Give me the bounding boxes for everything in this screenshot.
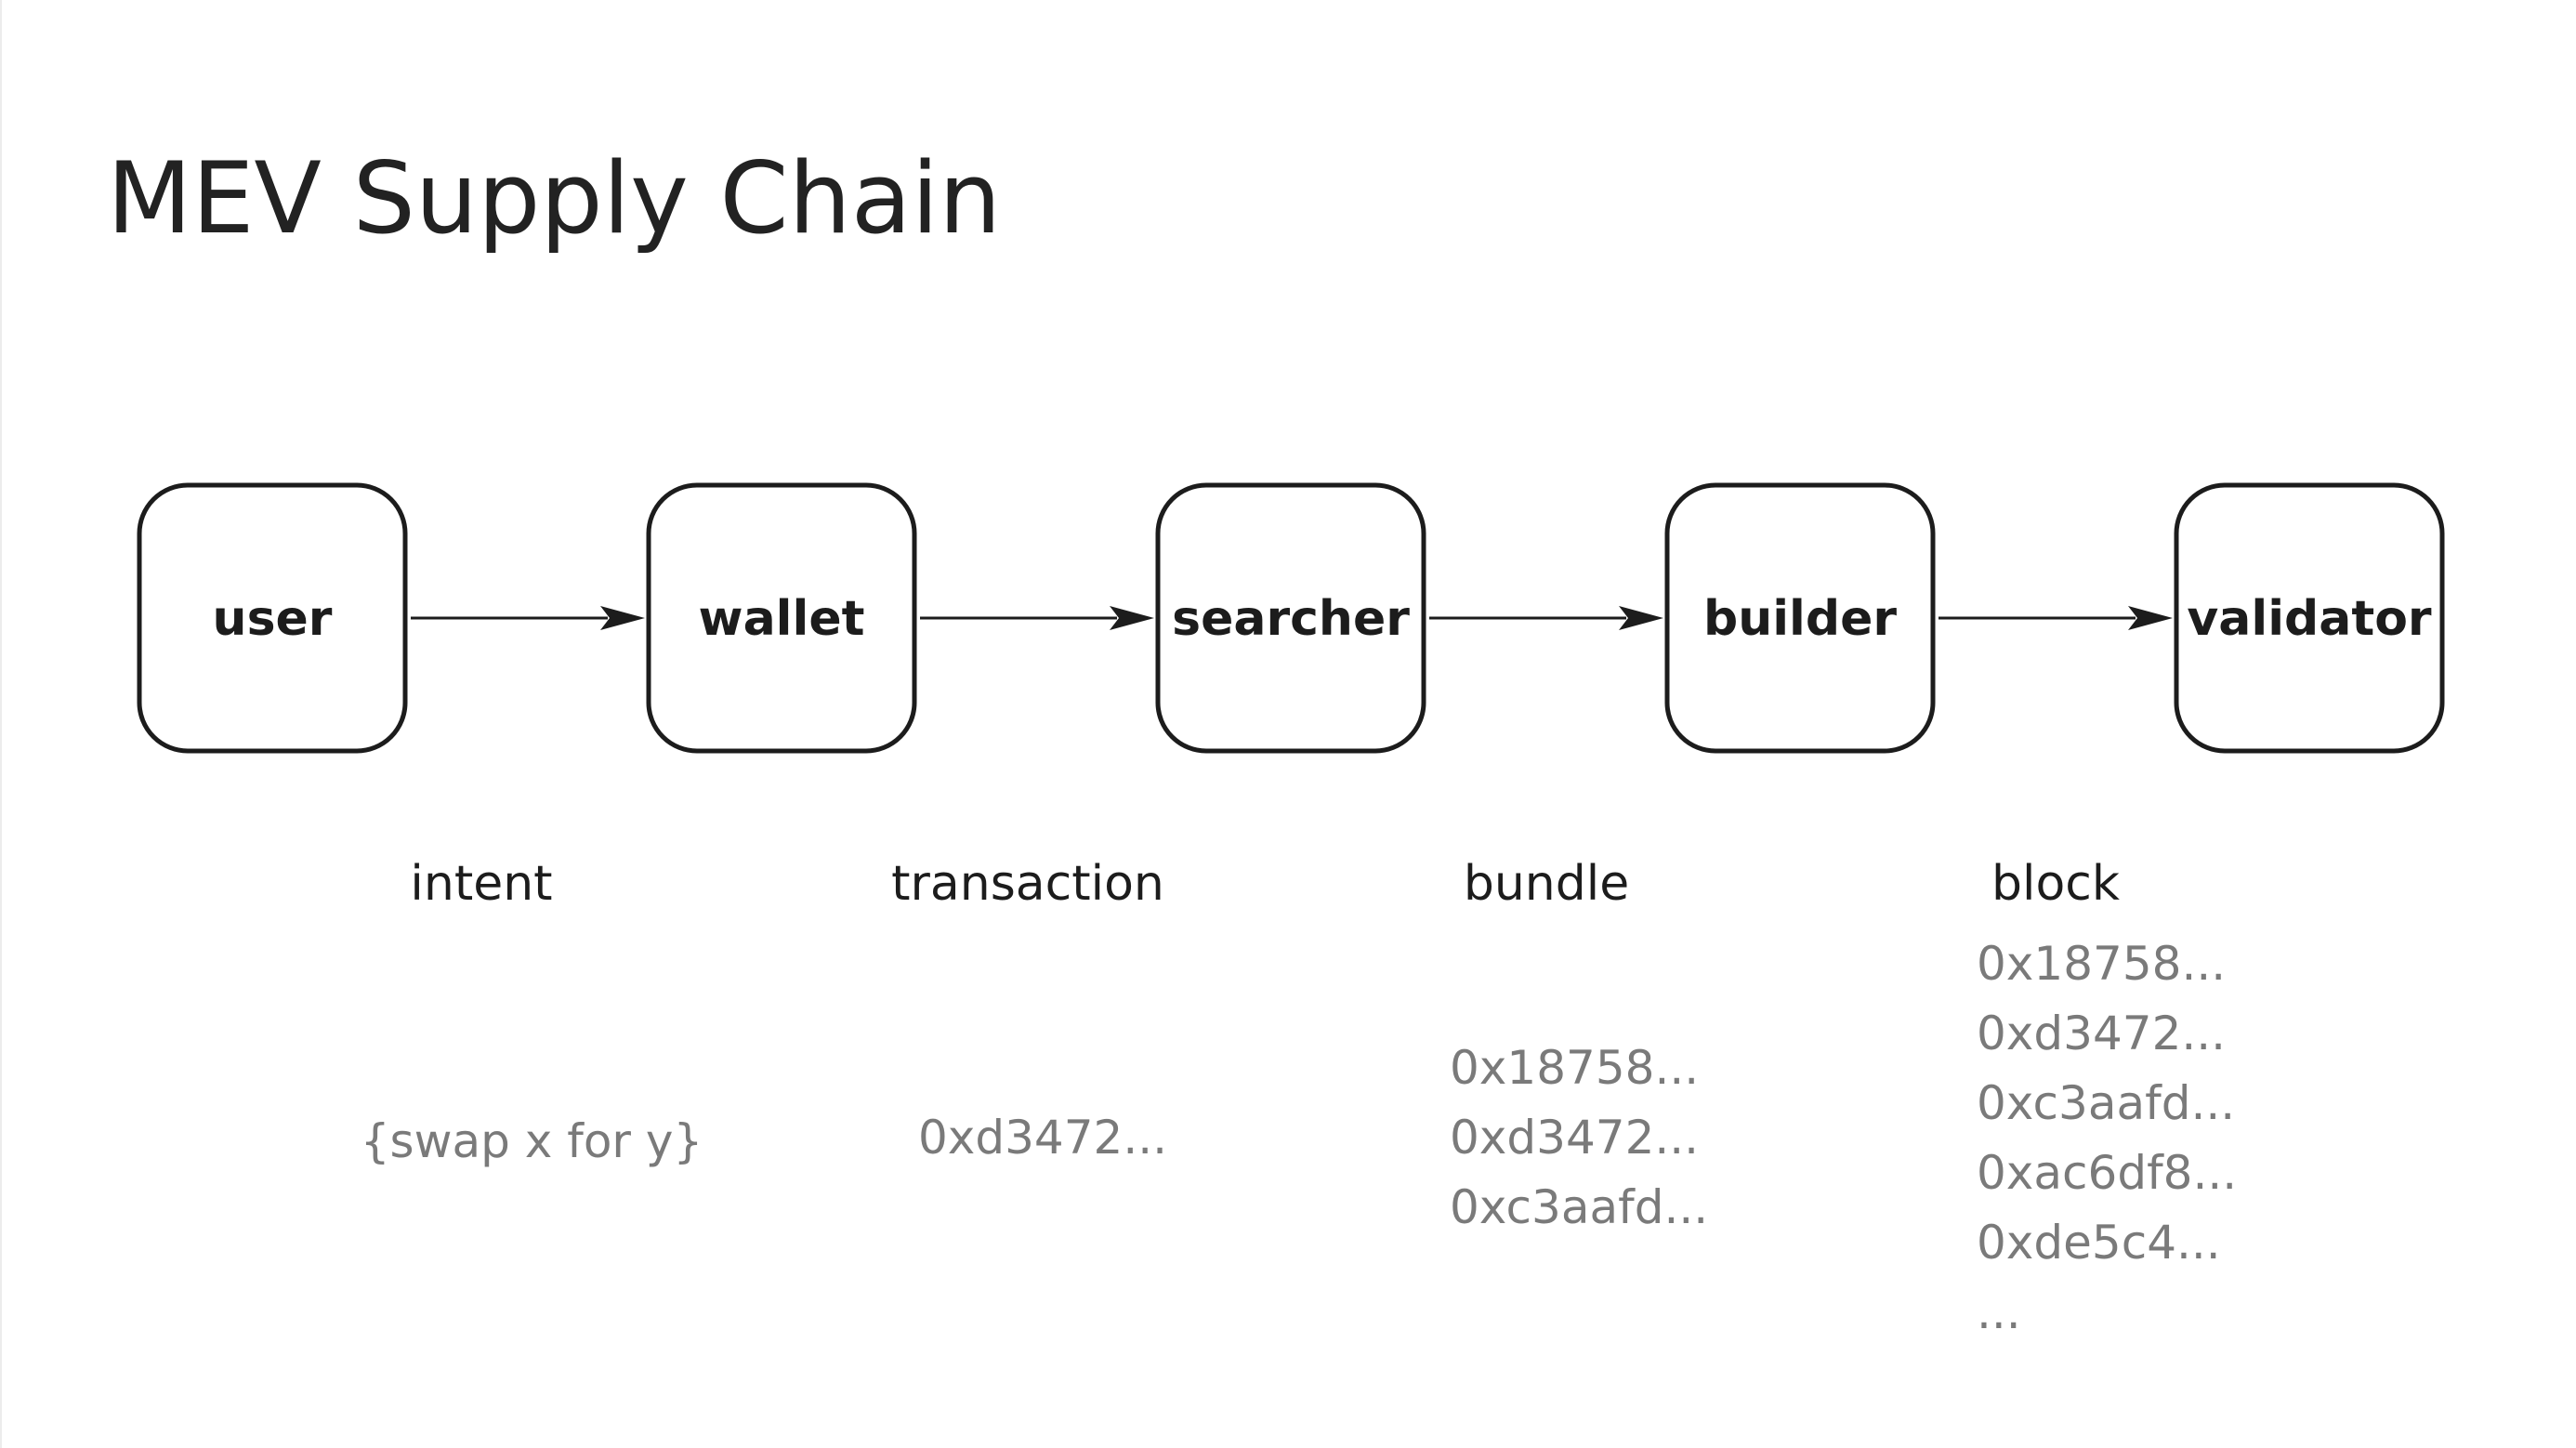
node-label: user (213, 591, 333, 647)
page-title: MEV Supply Chain (107, 141, 1002, 256)
edge-searcher-to-builder (1429, 606, 1663, 630)
edge-label-bundle: bundle (1464, 856, 1629, 912)
node-validator: validator (2174, 482, 2445, 754)
arrowhead-icon (1619, 606, 1663, 630)
edge-label-block: block (1991, 856, 2120, 912)
node-box (1664, 482, 1936, 754)
arrowhead-icon (600, 606, 645, 630)
edge-wallet-to-searcher (920, 606, 1154, 630)
node-label: searcher (1172, 591, 1410, 647)
payload-line: 0x18758... (1977, 937, 2226, 991)
payload-line: ... (1977, 1285, 2021, 1339)
payload-line: 0xd3472... (1450, 1111, 1699, 1165)
node-label: wallet (699, 591, 865, 647)
edge-label-transaction: transaction (891, 856, 1164, 912)
nodes-layer: user wallet searcher builder validator (137, 482, 2445, 754)
edge-label-intent: intent (410, 856, 552, 912)
node-box (646, 482, 917, 754)
edge-user-to-wallet (411, 606, 645, 630)
edges-layer (411, 606, 2173, 630)
payload-line: 0xc3aafd... (1450, 1180, 1708, 1234)
payload-transaction: 0xd3472... (918, 1111, 1167, 1165)
edge-builder-to-validator (1939, 606, 2173, 630)
node-box (1155, 482, 1426, 754)
edge-labels-layer: intent transaction bundle block (410, 856, 2120, 912)
node-user: user (137, 482, 408, 754)
payload-line: 0x18758... (1450, 1041, 1699, 1095)
payload-line: 0xde5c4... (1977, 1216, 2221, 1270)
node-wallet: wallet (646, 482, 917, 754)
payload-bundle: 0x18758... 0xd3472... 0xc3aafd... (1450, 1041, 1708, 1234)
payload-block: 0x18758... 0xd3472... 0xc3aafd... 0xac6df8.… (1977, 937, 2237, 1339)
payload-line: 0xac6df8... (1977, 1146, 2237, 1200)
arrowhead-icon (1110, 606, 1154, 630)
node-builder: builder (1664, 482, 1936, 754)
payload-line: 0xd3472... (1977, 1007, 2226, 1060)
payload-line: {swap x for y} (361, 1114, 703, 1168)
arrowhead-icon (2128, 606, 2173, 630)
node-searcher: searcher (1155, 482, 1426, 754)
payloads-layer: {swap x for y} 0xd3472... 0x18758... 0xd347… (361, 937, 2237, 1339)
node-label: builder (1703, 591, 1897, 647)
node-box (2174, 482, 2445, 754)
payload-intent: {swap x for y} (361, 1114, 703, 1168)
node-label: validator (2187, 591, 2432, 647)
node-box (137, 482, 408, 754)
payload-line: 0xd3472... (918, 1111, 1167, 1165)
payload-line: 0xc3aafd... (1977, 1076, 2235, 1130)
